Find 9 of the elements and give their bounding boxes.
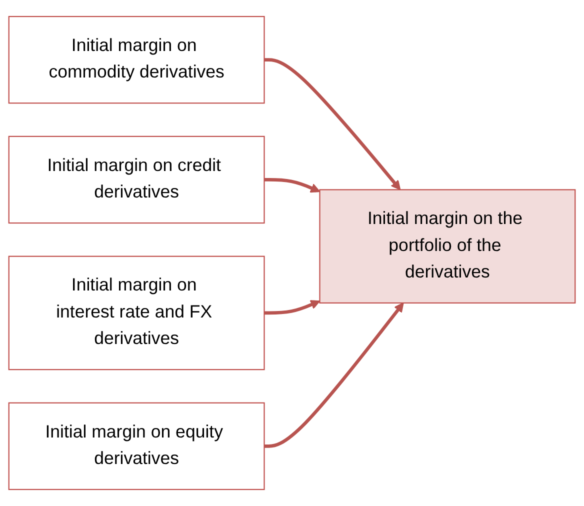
node-box: Initial margin on the portfolio of the derivatives <box>319 189 576 304</box>
node-box: Initial margin on equity derivatives <box>8 402 265 490</box>
arrow <box>264 58 401 190</box>
arrow <box>264 300 320 315</box>
arrow <box>264 302 404 448</box>
arrow <box>264 178 320 193</box>
node-box: Initial margin on interest rate and FX derivatives <box>8 256 265 370</box>
node-box: Initial margin on commodity derivatives <box>8 16 265 104</box>
node-box: Initial margin on credit derivatives <box>8 136 265 224</box>
